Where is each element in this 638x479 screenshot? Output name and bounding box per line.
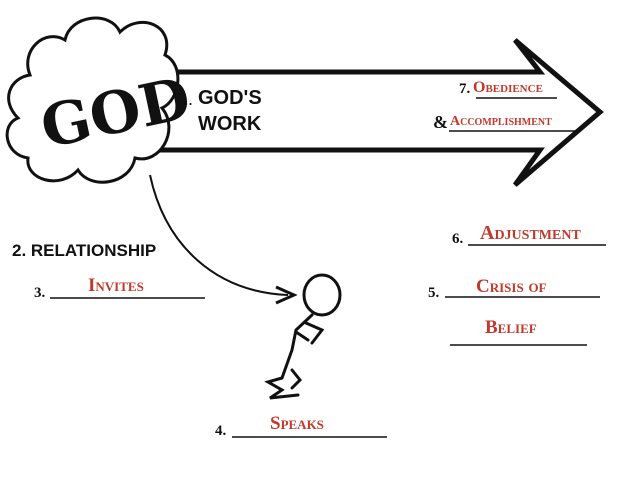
relationship-arrow xyxy=(149,174,298,305)
obedience-answer: Obedience xyxy=(473,79,543,96)
step-6-number: 6. xyxy=(452,231,464,247)
step-5-number: 5. xyxy=(428,285,440,301)
kneeling-person-figure xyxy=(264,273,342,400)
invites-answer: Invites xyxy=(88,275,144,296)
relationship-label: 2. RELATIONSHIP xyxy=(12,241,157,260)
gods-work-line1: GOD'S xyxy=(198,87,262,109)
gods-work-arrow xyxy=(150,38,604,187)
crisis-answer-line2: Belief xyxy=(485,317,537,338)
crisis-answer-line1: Crisis of xyxy=(476,276,547,297)
god-cloud xyxy=(5,16,180,184)
adjustment-answer: Adjustment xyxy=(480,222,581,244)
step-3-number: 3. xyxy=(34,285,46,301)
step-7-number: 7. xyxy=(459,81,471,97)
answer-blanks xyxy=(50,97,606,438)
ampersand: & xyxy=(433,112,448,132)
step-4-number: 4. xyxy=(215,423,227,439)
accomplishment-answer: Accomplishment xyxy=(450,114,552,129)
gods-work-line2: WORK xyxy=(198,113,262,135)
speaks-answer: Speaks xyxy=(270,413,324,434)
step-1-number: 1. xyxy=(178,89,194,109)
